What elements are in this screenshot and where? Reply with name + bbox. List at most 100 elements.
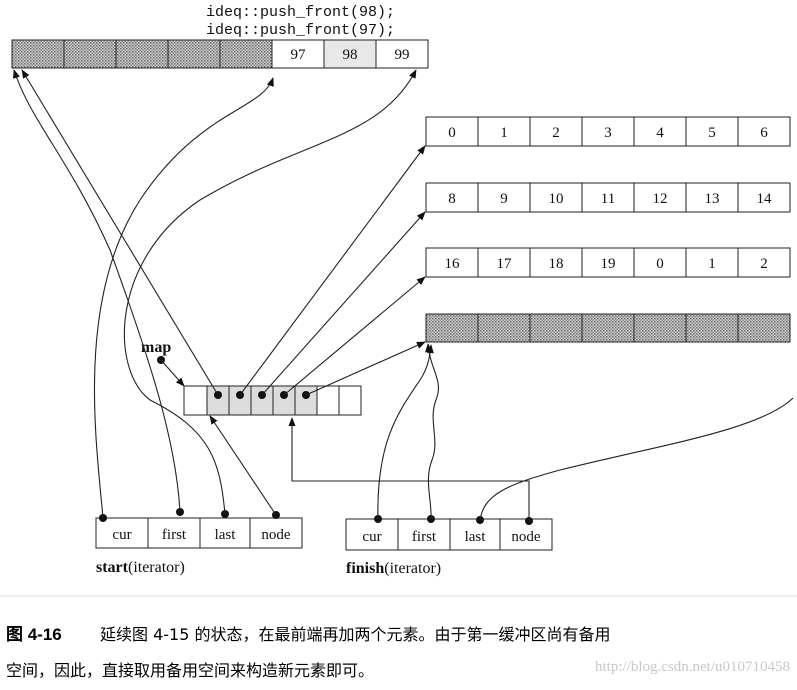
start-iterator-suffix: (iterator)	[128, 559, 185, 576]
figure-number: 图 4-16	[6, 625, 62, 644]
buffer-cell	[477, 182, 531, 213]
node-pointer-arrow	[261, 211, 426, 396]
buffer-cell-value: 0	[448, 125, 456, 141]
map-node	[338, 385, 362, 416]
buffer-cell-spare	[167, 39, 221, 69]
buffer-cell-value: 14	[757, 191, 773, 207]
buffer-cell	[685, 116, 739, 147]
buffer-cell-value: 1	[500, 125, 508, 141]
buffer-cell-value: 17	[497, 256, 513, 272]
map-array	[183, 385, 362, 416]
buffer-cell	[477, 247, 531, 278]
iterator-field-last: last	[215, 527, 237, 543]
iterator-field-node: node	[511, 529, 541, 545]
buffer-cell	[477, 116, 531, 147]
buffer-cell	[737, 182, 791, 213]
buffer-cell-value: 5	[708, 125, 716, 141]
buffer-cell	[581, 247, 635, 278]
start-cur-pointer	[93, 77, 274, 519]
finish-iterator: cur first last node	[345, 515, 553, 551]
buffer-cell-spare	[425, 313, 479, 343]
buffer-cell-value: 2	[552, 125, 560, 141]
iterator-field-last: last	[465, 529, 487, 545]
buffer-cell-spare	[477, 313, 531, 343]
finish-node-pointer	[288, 417, 530, 521]
finish-iterator-suffix: (iterator)	[384, 560, 441, 577]
buffer-cell	[425, 247, 479, 278]
caption-line-2: 空间，因此，直接取用备用空间来构造新元素即可。	[6, 661, 374, 680]
iterator-field-first: first	[412, 529, 437, 545]
buffer-cell-value: 19	[601, 256, 616, 272]
buffer-cell-spare	[219, 39, 273, 69]
code-line-push-front-98: ideq::push_front(98);	[206, 4, 395, 21]
iterator-field-box	[199, 517, 251, 549]
start-iterator: cur first last node	[95, 508, 303, 549]
start-first-pointer	[13, 69, 181, 513]
node-pointer-arrow	[21, 69, 219, 396]
start-iterator-name: start	[96, 559, 129, 576]
buffer-cell	[581, 182, 635, 213]
first-buffer: 97 98 99	[11, 39, 429, 69]
buffer-cell-value: 10	[549, 191, 564, 207]
start-last-pointer	[123, 69, 417, 515]
buffer-cell	[581, 116, 635, 147]
buffer-cell-spare	[529, 313, 583, 343]
buffer-2: 0 1 2 3 4 5 6	[425, 116, 791, 147]
iterator-field-node: node	[261, 527, 291, 543]
map-node	[183, 385, 208, 416]
buffer-cell-value: 12	[653, 191, 668, 207]
iterator-field-cur: cur	[112, 527, 131, 543]
buffer-cell-value: 18	[549, 256, 564, 272]
last-buffer	[425, 313, 791, 343]
buffer-cell-value: 11	[601, 191, 615, 207]
buffer-cell-value: 13	[705, 191, 720, 207]
buffer-cell-value: 6	[760, 125, 768, 141]
node-pointer-arrow	[239, 145, 426, 396]
buffer-cell-value: 98	[343, 47, 358, 63]
finish-iterator-name: finish	[346, 560, 384, 577]
map-node	[228, 385, 252, 416]
finish-last-pointer	[479, 397, 794, 521]
buffer-cell	[737, 247, 791, 278]
start-node-pointer	[209, 415, 277, 516]
map-node	[316, 385, 340, 416]
buffer-cell	[529, 116, 583, 147]
finish-first-pointer	[425, 343, 439, 520]
buffer-cell-spare	[581, 313, 635, 343]
map-node	[294, 385, 318, 416]
buffer-cell-spare	[115, 39, 169, 69]
buffer-cell	[633, 247, 687, 278]
buffer-cell-value: 99	[395, 47, 410, 63]
buffer-cell-value: 3	[604, 125, 612, 141]
buffer-cell-value: 0	[656, 256, 664, 272]
caption-line-1: 延续图 4-15 的状态，在最前端再加两个元素。由于第一缓冲区尚有备用	[100, 625, 611, 644]
start-iterator-label: start(iterator)	[96, 559, 185, 576]
buffer-cell-value: 9	[500, 191, 508, 207]
iterator-field-box	[345, 518, 399, 551]
buffer-cell-value: 16	[445, 256, 461, 272]
buffer-4: 16 17 18 19 0 1 2	[425, 247, 791, 278]
code-line-push-front-97: ideq::push_front(97);	[206, 22, 395, 39]
buffer-cell-spare	[685, 313, 739, 343]
buffer-cell-value: 97	[291, 47, 307, 63]
buffer-cell-spare	[737, 313, 791, 343]
finish-iterator-label: finish(iterator)	[346, 560, 441, 577]
buffer-cell-spare	[633, 313, 687, 343]
buffer-cell	[271, 39, 325, 69]
buffer-cell-value: 4	[656, 125, 664, 141]
finish-cur-pointer	[377, 344, 434, 520]
map-pointer-arrow	[160, 359, 185, 387]
buffer-cell	[685, 247, 739, 278]
iterator-field-first: first	[162, 527, 187, 543]
node-pointer-arrow	[305, 341, 426, 396]
buffer-cell	[529, 247, 583, 278]
buffer-cell	[323, 39, 377, 69]
iterator-field-cur: cur	[362, 529, 381, 545]
buffer-cell-spare	[63, 39, 117, 69]
buffer-cell-value: 1	[708, 256, 716, 272]
node-pointer-arrow	[283, 276, 426, 396]
iterator-field-box	[449, 518, 501, 551]
watermark-text: http://blog.csdn.net/u010710458	[595, 659, 790, 675]
buffer-3: 8 9 10 11 12 13 14	[425, 182, 791, 213]
